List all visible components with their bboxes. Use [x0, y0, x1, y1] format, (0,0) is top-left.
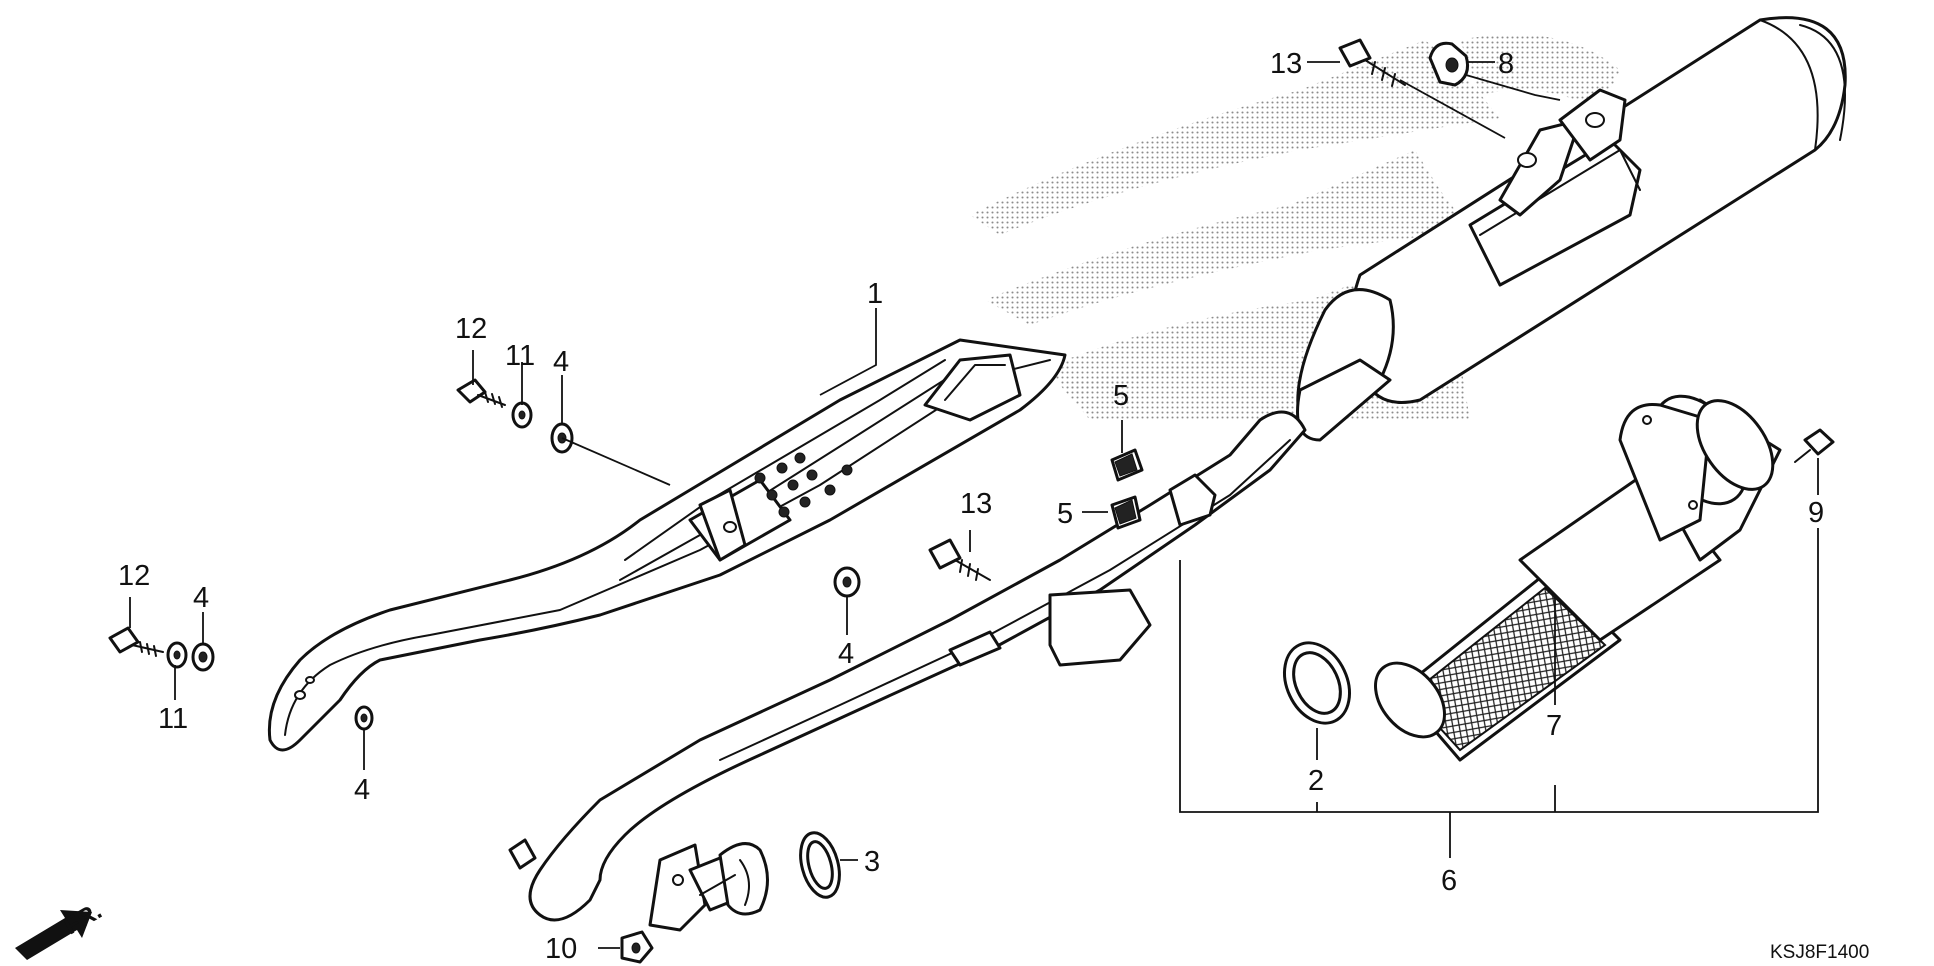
callout-12-upper: 12 [455, 313, 487, 345]
fasteners [108, 38, 1835, 964]
callout-5-lower: 5 [1057, 498, 1073, 530]
callout-13-top: 13 [1270, 48, 1302, 80]
protector-vent-holes [754, 452, 853, 518]
callout-3: 3 [864, 846, 880, 878]
diagram-code: KSJ8F1400 [1770, 942, 1869, 963]
gasket-ring [1283, 641, 1351, 725]
front-direction-arrow [15, 910, 92, 960]
callout-8: 8 [1498, 48, 1514, 80]
callout-4-middle: 4 [838, 638, 854, 670]
callout-4-lower: 4 [354, 774, 370, 806]
callout-11-left: 11 [158, 703, 188, 735]
rubber-cushions [1110, 448, 1144, 530]
callout-2: 2 [1308, 765, 1324, 797]
callout-4-left: 4 [193, 582, 209, 614]
callout-5-upper: 5 [1113, 380, 1129, 412]
exhaust-gasket-3 [799, 831, 841, 899]
muffler-assembly [508, 16, 1847, 932]
callout-9: 9 [1808, 497, 1824, 529]
exhaust-pipe-protector [267, 338, 1067, 752]
callout-6: 6 [1441, 865, 1457, 897]
callout-12-left: 12 [118, 560, 150, 592]
spark-arrester [1374, 394, 1782, 762]
callout-4-upper: 4 [553, 346, 569, 378]
callout-11-upper: 11 [505, 340, 535, 372]
callout-7: 7 [1546, 710, 1562, 742]
leader-lines [129, 61, 1819, 949]
callout-1: 1 [867, 278, 883, 310]
callout-10: 10 [545, 933, 577, 965]
callout-13-middle: 13 [960, 488, 992, 520]
